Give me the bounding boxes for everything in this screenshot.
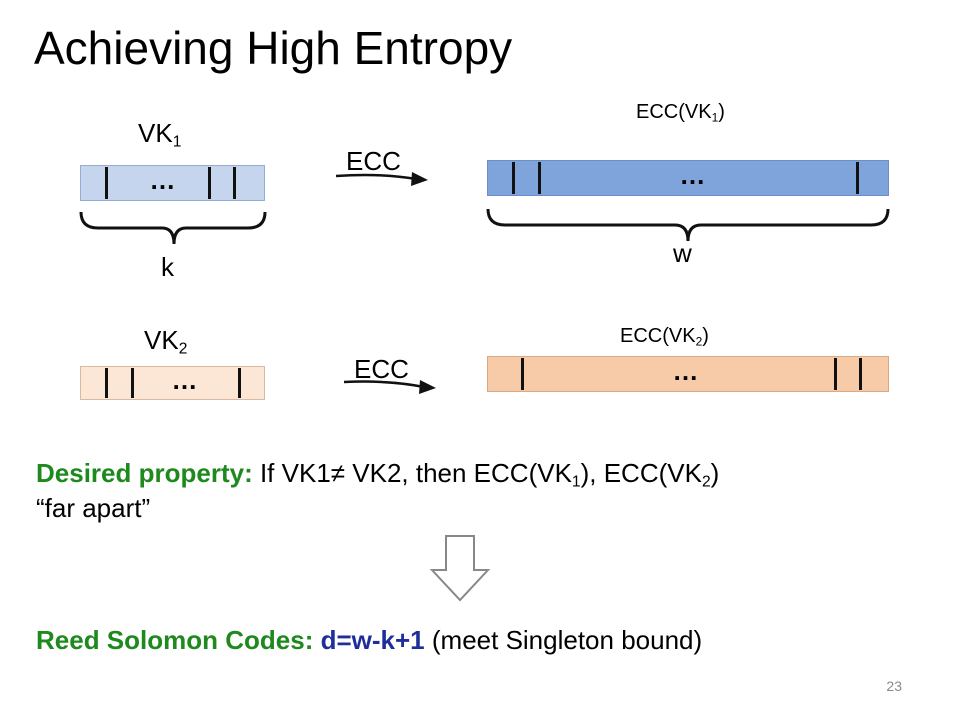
page-number: 23 — [886, 678, 902, 694]
down-arrow-icon — [429, 535, 491, 602]
vk1-bar: … — [80, 165, 265, 201]
vk2-tick — [238, 368, 241, 398]
vk2-bar: … — [80, 366, 265, 400]
ecc-vk2-ellipsis: … — [672, 355, 700, 386]
reed-solomon-label: Reed Solomon Codes: — [36, 625, 314, 655]
vk1-ellipsis: … — [149, 164, 177, 195]
vk1-tick — [208, 167, 211, 199]
k-label: k — [161, 252, 174, 282]
desired-property-label: Desired property: — [36, 458, 253, 488]
far-apart-text: “far apart” — [36, 493, 151, 523]
reed-solomon-line: Reed Solomon Codes: d=w-k+1 (meet Single… — [36, 625, 703, 655]
vk2-ellipsis: … — [171, 364, 199, 395]
ecc-vk2-bar: … — [487, 356, 889, 392]
desired-property-line: Desired property: If VK1≠ VK2, then ECC(… — [36, 458, 720, 491]
w-brace — [486, 208, 890, 242]
vk1-tick — [105, 167, 108, 199]
formula: d=w-k+1 — [320, 625, 425, 655]
ecc-vk2-label: ECC(VK2) — [620, 325, 709, 349]
vk1-label: VK1 — [138, 118, 182, 151]
slide-title: Achieving High Entropy — [34, 22, 513, 74]
k-brace — [79, 211, 267, 245]
w-label: w — [673, 238, 692, 268]
ecc-vk1-tick — [512, 162, 515, 194]
ecc-vk2-tick — [859, 358, 862, 390]
ecc-vk1-tick — [538, 162, 541, 194]
ecc-vk1-label: ECC(VK1) — [636, 101, 725, 125]
ecc-vk1-bar: … — [487, 160, 889, 196]
ecc-vk2-tick — [521, 358, 524, 390]
ecc-arrow-label-2: ECC — [354, 354, 409, 384]
vk2-tick — [105, 368, 108, 398]
ecc-arrow-1 — [336, 172, 428, 186]
vk2-tick — [131, 368, 134, 398]
vk2-label: VK2 — [144, 325, 188, 358]
ecc-vk1-ellipsis: … — [679, 159, 707, 190]
ecc-vk2-tick — [834, 358, 837, 390]
ecc-vk1-tick — [856, 162, 859, 194]
ecc-arrow-2 — [344, 380, 436, 394]
ecc-arrow-label-1: ECC — [346, 146, 401, 176]
vk1-tick — [233, 167, 236, 199]
